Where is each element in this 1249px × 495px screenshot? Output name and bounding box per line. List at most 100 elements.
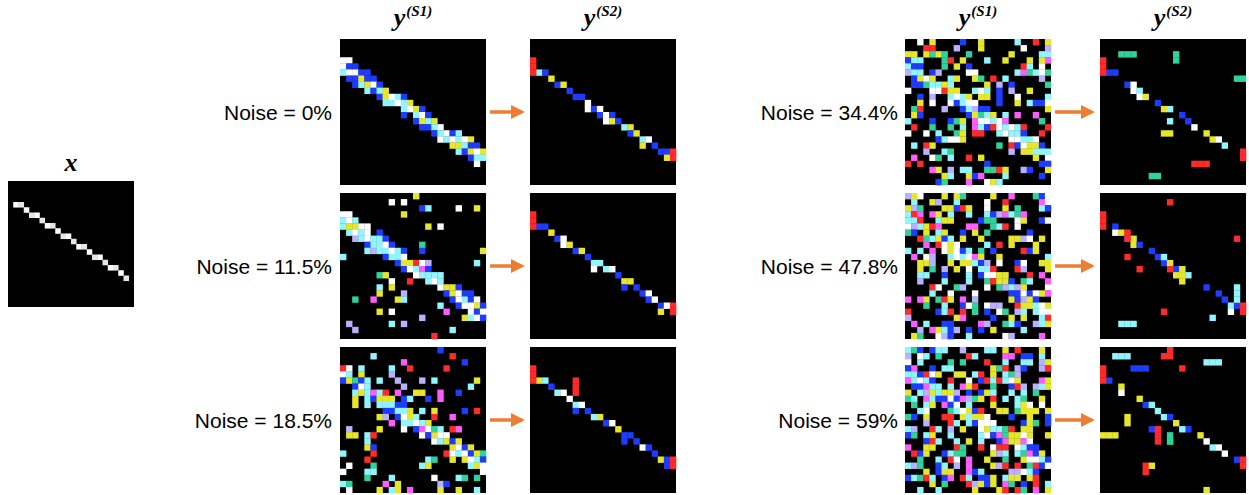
pixel	[972, 254, 978, 260]
pixel	[1039, 384, 1045, 390]
pixel	[929, 51, 935, 57]
pixel	[923, 408, 929, 414]
pixel	[364, 88, 370, 94]
pixel	[431, 408, 437, 414]
pixel	[1124, 230, 1130, 236]
pixel	[954, 94, 960, 100]
pixel	[1008, 130, 1014, 136]
pixel	[929, 118, 935, 124]
pixel	[389, 408, 395, 414]
pixel	[1155, 426, 1161, 432]
pixel	[1021, 211, 1027, 217]
pixel	[450, 327, 456, 333]
pixel	[1008, 321, 1014, 327]
pixel	[990, 481, 996, 487]
pixel	[1033, 390, 1039, 396]
pixel	[340, 254, 346, 260]
pixel	[948, 457, 954, 463]
pixel	[468, 384, 474, 390]
pixel	[480, 248, 486, 254]
pixel	[358, 236, 364, 242]
pixel	[929, 211, 935, 217]
pixel	[966, 327, 972, 333]
pixel	[1002, 463, 1008, 469]
column-heading: x	[65, 150, 78, 176]
pixel	[1015, 100, 1021, 106]
pixel	[1039, 100, 1045, 106]
pixel	[1033, 481, 1039, 487]
pixel	[942, 230, 948, 236]
pixel	[554, 236, 560, 242]
pixel	[450, 438, 456, 444]
pixel	[923, 432, 929, 438]
pixel	[948, 254, 954, 260]
pixel	[1161, 309, 1167, 315]
pixel	[1002, 426, 1008, 432]
pixel	[474, 161, 480, 167]
pixel	[990, 217, 996, 223]
pixel	[960, 205, 966, 211]
pixel	[929, 396, 935, 402]
pixel	[984, 426, 990, 432]
pixel	[425, 266, 431, 272]
pixel	[413, 193, 419, 199]
pixel	[383, 414, 389, 420]
pixel	[929, 426, 935, 432]
pixel	[990, 76, 996, 82]
pixel	[954, 450, 960, 456]
pixel	[972, 118, 978, 124]
pixel	[935, 217, 941, 223]
pixel	[389, 321, 395, 327]
pixel	[1027, 432, 1033, 438]
pixel	[966, 402, 972, 408]
pixel	[401, 321, 407, 327]
pixel	[917, 353, 923, 359]
pixel	[954, 463, 960, 469]
image-ground	[1100, 347, 1246, 493]
pixel	[1008, 242, 1014, 248]
pixel	[480, 155, 486, 161]
pixel	[450, 450, 456, 456]
pixel	[1021, 296, 1027, 302]
pixel	[1021, 248, 1027, 254]
pixel	[591, 260, 597, 266]
pixel	[972, 384, 978, 390]
pixel	[346, 481, 352, 487]
pixel	[474, 260, 480, 266]
pixel	[1234, 303, 1240, 309]
pixel	[905, 396, 911, 402]
pixel	[972, 290, 978, 296]
pixel	[1002, 347, 1008, 353]
pixel	[364, 242, 370, 248]
pixel	[966, 333, 972, 339]
pixel	[450, 290, 456, 296]
pixel	[948, 205, 954, 211]
pixel	[389, 402, 395, 408]
pixel	[389, 487, 395, 493]
pixel	[377, 390, 383, 396]
pixel	[1210, 136, 1216, 142]
pixel	[948, 82, 954, 88]
pixel	[468, 290, 474, 296]
pixel	[401, 211, 407, 217]
pixel	[905, 414, 911, 420]
pixel	[1021, 315, 1027, 321]
pixel	[352, 236, 358, 242]
pixel	[1008, 438, 1014, 444]
pixel	[996, 438, 1002, 444]
pixel	[929, 248, 935, 254]
pixel	[627, 130, 633, 136]
arrow	[490, 110, 522, 114]
pixel	[942, 266, 948, 272]
pixel	[1173, 51, 1179, 57]
pixel	[948, 359, 954, 365]
pixel	[419, 272, 425, 278]
pixel	[923, 45, 929, 51]
pixel	[1008, 278, 1014, 284]
pixel	[1033, 408, 1039, 414]
pixel	[1155, 408, 1161, 414]
pixel	[401, 414, 407, 420]
pixel	[1015, 321, 1021, 327]
pixel	[383, 236, 389, 242]
pixel	[942, 193, 948, 199]
